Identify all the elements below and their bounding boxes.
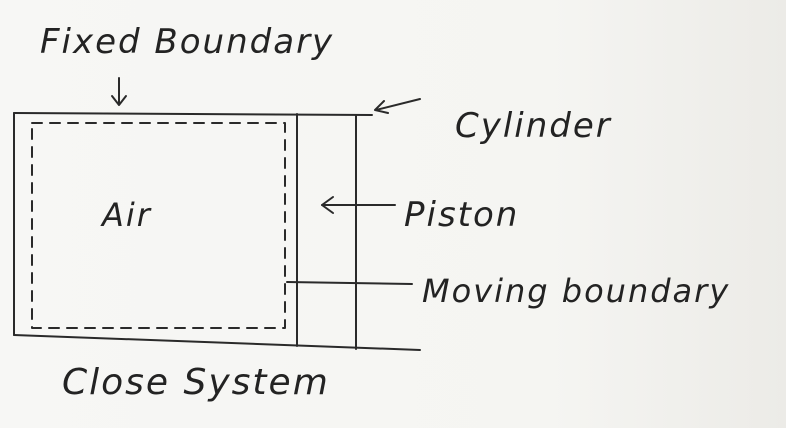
piston-label: Piston <box>404 195 519 235</box>
air-label: Air <box>100 196 152 234</box>
cylinder-label: Cylinder <box>455 106 612 146</box>
cylinder-bottom-wall <box>13 334 421 351</box>
cylinder-top-wall <box>13 112 373 116</box>
piston-arrow-head <box>321 196 334 214</box>
cylinder-arrow-head <box>374 100 389 114</box>
fixed-boundary-label: Fixed Boundary <box>40 22 334 62</box>
cylinder-arrow-shaft <box>375 98 421 111</box>
fixed-boundary-arrow-head <box>111 95 127 106</box>
close-system-label: Close System <box>62 362 330 403</box>
system-boundary-dashed <box>31 122 286 329</box>
moving-boundary-label: Moving boundary <box>422 272 730 310</box>
moving-boundary-pointer <box>286 281 413 285</box>
